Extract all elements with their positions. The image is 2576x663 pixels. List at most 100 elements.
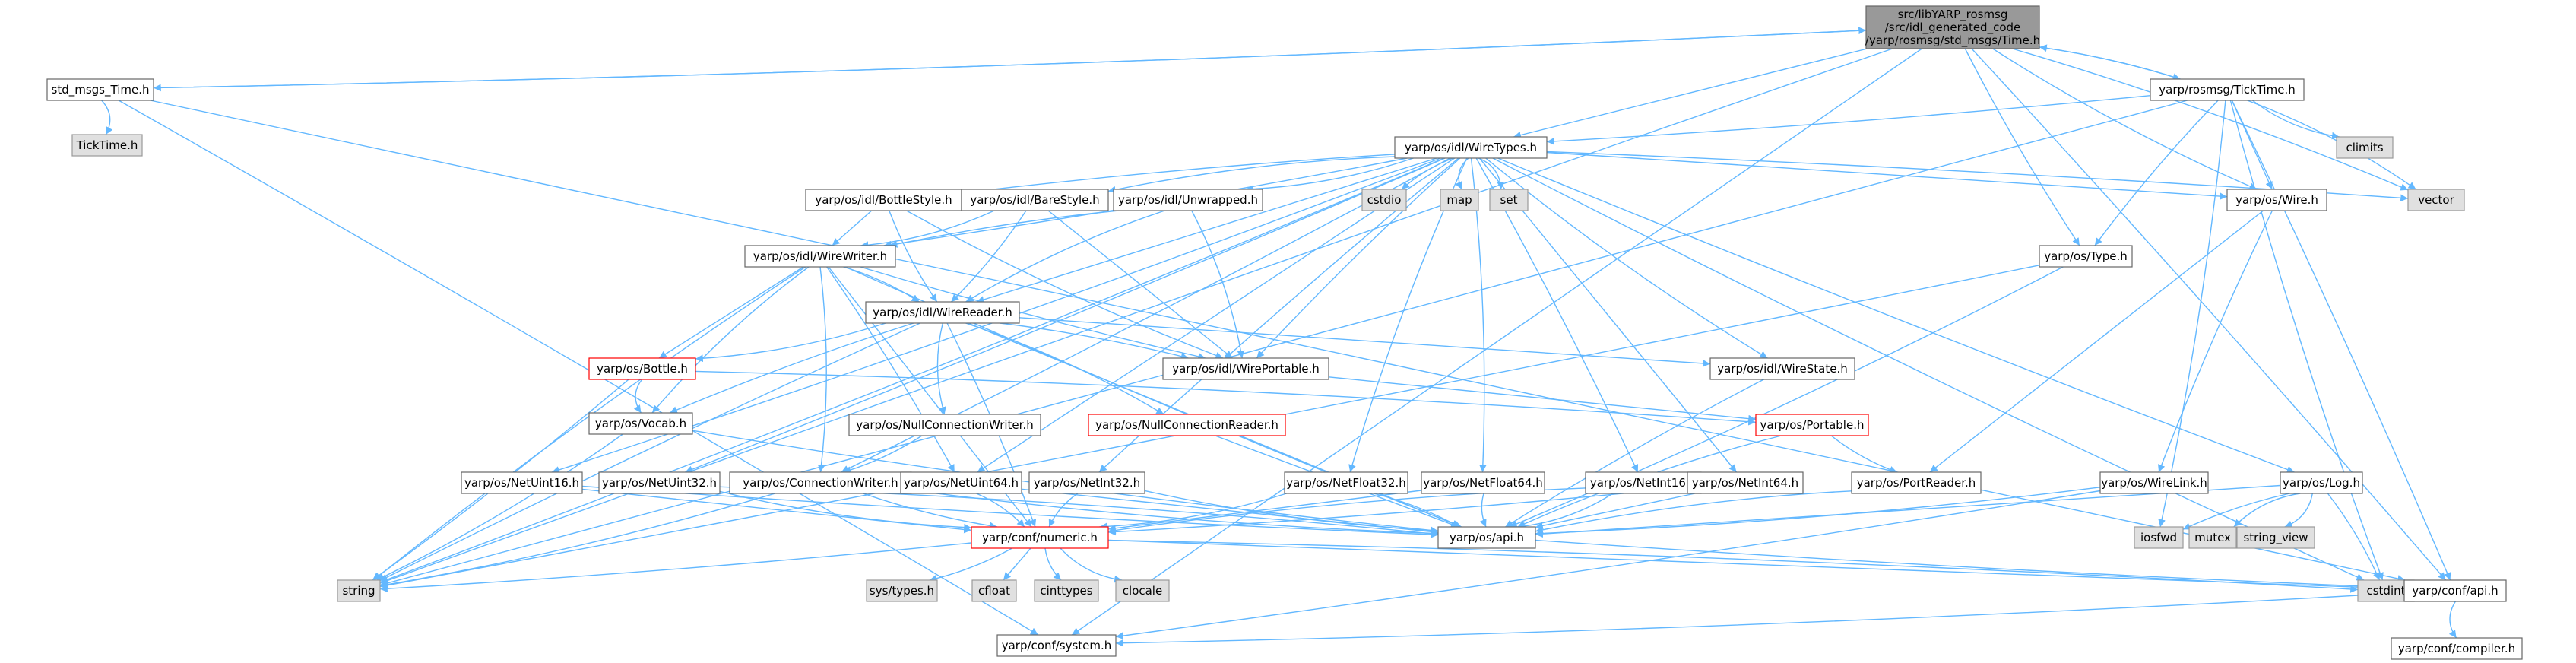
node-box bbox=[588, 412, 693, 435]
node-BareStyle[interactable]: yarp/os/idl/BareStyle.h bbox=[961, 189, 1109, 211]
node-label: yarp/os/NullConnectionReader.h bbox=[1095, 418, 1278, 432]
node-NetInt16[interactable]: yarp/os/NetInt16.h bbox=[1585, 471, 1702, 494]
edge-NetInt32-to-api bbox=[1144, 490, 1439, 535]
node-box bbox=[2280, 471, 2363, 494]
node-numeric[interactable]: yarp/conf/numeric.h bbox=[971, 526, 1109, 549]
node-root: src/libYARP_rosmsg/src/idl_generated_cod… bbox=[1865, 5, 2040, 49]
edge-WireWriter-to-string bbox=[372, 266, 806, 581]
node-api[interactable]: yarp/os/api.h bbox=[1437, 526, 1536, 549]
node-WireTypes[interactable]: yarp/os/idl/WireTypes.h bbox=[1394, 136, 1548, 159]
node-label: yarp/os/idl/WireState.h bbox=[1717, 362, 1847, 376]
node-box bbox=[2150, 78, 2305, 101]
node-PortReader[interactable]: yarp/os/PortReader.h bbox=[1851, 471, 1982, 494]
node-label: yarp/conf/numeric.h bbox=[982, 531, 1098, 544]
node-box bbox=[1028, 471, 1145, 494]
node-box bbox=[2099, 471, 2209, 494]
node-mutex: mutex bbox=[2188, 526, 2237, 549]
edge-TickTime-to-Type bbox=[2094, 100, 2219, 246]
edge-NetInt32-to-numeric bbox=[1048, 493, 1079, 528]
node-TickTime[interactable]: yarp/rosmsg/TickTime.h bbox=[2150, 78, 2305, 101]
edge-TickTime-to-root bbox=[2039, 44, 2181, 80]
node-box bbox=[1284, 471, 1408, 494]
node-WireLink[interactable]: yarp/os/WireLink.h bbox=[2099, 471, 2209, 494]
node-std_msgs_Time[interactable]: std_msgs_Time.h bbox=[46, 78, 154, 101]
edge-WireLink-to-api bbox=[1535, 487, 2101, 538]
node-box bbox=[961, 189, 1109, 211]
node-box bbox=[805, 189, 962, 211]
node-box bbox=[971, 526, 1109, 549]
node-label: /src/idl_generated_code bbox=[1885, 21, 2021, 35]
node-WireState[interactable]: yarp/os/idl/WireState.h bbox=[1709, 357, 1855, 380]
node-label: yarp/os/NetInt16.h bbox=[1590, 476, 1697, 490]
edge-WireReader-to-NullConnectionReader bbox=[965, 322, 1164, 415]
node-Log[interactable]: yarp/os/Log.h bbox=[2280, 471, 2363, 494]
edge-NetUint16-to-numeric bbox=[581, 488, 972, 534]
edge-root-to-system bbox=[1071, 48, 1922, 636]
edge-ConnectionWriter-to-string bbox=[379, 493, 775, 588]
edge-WireWriter-to-Bottle bbox=[658, 266, 804, 359]
node-Wire[interactable]: yarp/os/Wire.h bbox=[2226, 189, 2327, 211]
edge-std_msgs_Time-to-TickTime_ext bbox=[101, 100, 113, 135]
node-box bbox=[848, 414, 1041, 436]
node-compiler[interactable]: yarp/conf/compiler.h bbox=[2391, 637, 2523, 660]
node-label: cstdint bbox=[2366, 584, 2405, 598]
edge-root-to-confapi bbox=[1971, 48, 2447, 581]
node-box bbox=[1034, 579, 1099, 602]
node-Vocab[interactable]: yarp/os/Vocab.h bbox=[588, 412, 693, 435]
node-NetUint16[interactable]: yarp/os/NetUint16.h bbox=[461, 471, 583, 494]
node-WireReader[interactable]: yarp/os/idl/WireReader.h bbox=[865, 301, 1020, 324]
edge-WireReader-to-string bbox=[379, 322, 920, 582]
edge-BareStyle-to-WirePortable bbox=[1047, 210, 1233, 359]
node-label: yarp/os/NetUint64.h bbox=[904, 476, 1019, 490]
node-NetUint64[interactable]: yarp/os/NetUint64.h bbox=[900, 471, 1022, 494]
node-box bbox=[2336, 136, 2394, 159]
node-WireWriter[interactable]: yarp/os/idl/WireWriter.h bbox=[744, 245, 896, 268]
node-NullConnectionReader[interactable]: yarp/os/NullConnectionReader.h bbox=[1088, 414, 1286, 436]
node-Bottle[interactable]: yarp/os/Bottle.h bbox=[588, 357, 696, 380]
node-NetFloat32[interactable]: yarp/os/NetFloat32.h bbox=[1284, 471, 1408, 494]
edge-Log-to-iosfwd bbox=[2182, 493, 2290, 530]
node-Unwrapped[interactable]: yarp/os/idl/Unwrapped.h bbox=[1113, 189, 1263, 211]
node-box bbox=[2391, 637, 2523, 660]
node-Portable[interactable]: yarp/os/Portable.h bbox=[1755, 414, 1869, 436]
edge-BottleStyle-to-WireReader bbox=[889, 210, 938, 303]
node-label: std_msgs_Time.h bbox=[52, 83, 150, 97]
edge-WireWriter-to-Vocab bbox=[651, 266, 810, 414]
node-box bbox=[729, 471, 912, 494]
node-WirePortable[interactable]: yarp/os/idl/WirePortable.h bbox=[1162, 357, 1329, 380]
node-NullConnectionWriter[interactable]: yarp/os/NullConnectionWriter.h bbox=[848, 414, 1041, 436]
node-box bbox=[1687, 471, 1804, 494]
edge-numeric-to-confapi bbox=[1107, 539, 2405, 593]
node-label: map bbox=[1446, 193, 1472, 207]
node-confapi[interactable]: yarp/conf/api.h bbox=[2403, 579, 2507, 602]
edge-NullConnectionWriter-to-ConnectionWriter bbox=[843, 435, 923, 474]
node-label: climits bbox=[2346, 141, 2383, 154]
edge-NetUint64-to-numeric bbox=[976, 493, 1025, 528]
node-ConnectionWriter[interactable]: yarp/os/ConnectionWriter.h bbox=[729, 471, 912, 494]
node-NetInt64[interactable]: yarp/os/NetInt64.h bbox=[1687, 471, 1804, 494]
node-box bbox=[1489, 189, 1529, 211]
edge-confapi-to-compiler bbox=[2448, 601, 2457, 639]
node-label: cstdio bbox=[1367, 193, 1402, 207]
edge-WireTypes-to-WireState bbox=[1485, 157, 1768, 359]
node-BottleStyle[interactable]: yarp/os/idl/BottleStyle.h bbox=[805, 189, 962, 211]
node-label: iosfwd bbox=[2140, 531, 2177, 544]
node-system[interactable]: yarp/conf/system.h bbox=[996, 634, 1117, 657]
node-box bbox=[744, 245, 896, 268]
node-box bbox=[46, 78, 154, 101]
node-label: yarp/os/idl/BareStyle.h bbox=[970, 193, 1099, 207]
edge-Portable-to-PortReader bbox=[1830, 435, 1898, 474]
node-box bbox=[1088, 414, 1286, 436]
node-Type[interactable]: yarp/os/Type.h bbox=[2039, 245, 2133, 268]
node-NetUint32[interactable]: yarp/os/NetUint32.h bbox=[598, 471, 721, 494]
node-label: yarp/os/NetFloat64.h bbox=[1423, 476, 1543, 490]
edge-WireTypes-to-set bbox=[1478, 157, 1505, 190]
node-NetInt32[interactable]: yarp/os/NetInt32.h bbox=[1028, 471, 1145, 494]
node-label: yarp/os/idl/Unwrapped.h bbox=[1118, 193, 1258, 207]
edge-root-to-std_msgs_Time bbox=[153, 30, 1867, 92]
edge-WireReader-to-Vocab bbox=[669, 322, 914, 414]
node-NetFloat64[interactable]: yarp/os/NetFloat64.h bbox=[1421, 471, 1545, 494]
edge-root-to-Wire bbox=[1992, 48, 2258, 190]
node-label: string_view bbox=[2243, 531, 2308, 545]
node-label: yarp/conf/api.h bbox=[2412, 584, 2498, 598]
